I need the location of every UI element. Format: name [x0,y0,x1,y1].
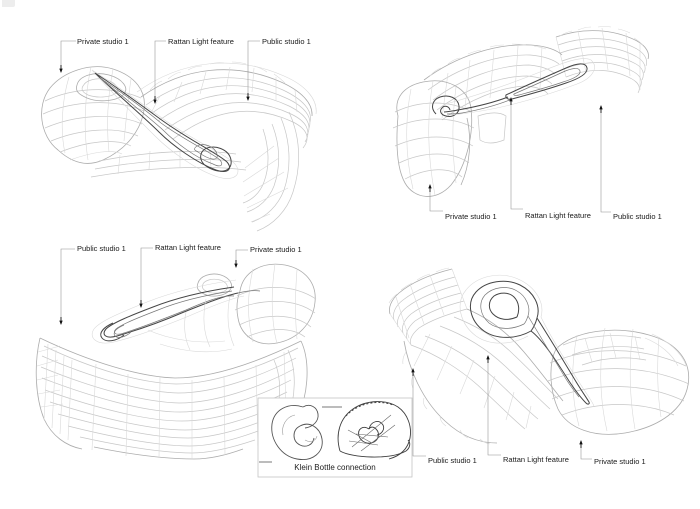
view-top-right-leaders [428,97,611,213]
label-v4-rattan-light: Rattan Light feature [503,455,569,464]
label-v2-private-studio: Private studio 1 [445,212,497,221]
view-bottom-right-leaders [411,355,592,460]
view-bottom-left-leaders [59,247,248,325]
inset-small-annotation-top [322,406,342,408]
label-v2-public-studio: Public studio 1 [613,212,662,221]
label-v3-public-studio: Public studio 1 [77,244,126,253]
label-v3-rattan-light: Rattan Light feature [155,243,221,252]
klein-bottle-dome-sketch [337,401,411,460]
label-v2-rattan-light: Rattan Light feature [525,211,591,220]
label-v4-private-studio: Private studio 1 [594,457,646,466]
klein-bottle-inset [257,397,413,478]
label-v1-private-studio: Private studio 1 [77,37,129,46]
view-bottom-left-drawing [35,263,317,460]
view-bottom-right-drawing [388,267,690,445]
inset-caption: Klein Bottle connection [294,463,376,472]
inset-small-annotation-bottom [259,461,272,463]
view-top-right-drawing [392,26,649,197]
view-top-left-leaders [59,40,260,104]
view-top-left-drawing [41,61,317,232]
label-v3-private-studio: Private studio 1 [250,245,302,254]
label-v4-public-studio: Public studio 1 [428,456,477,465]
corner-artifact [2,0,15,7]
inset-border-box [257,397,413,478]
klein-bottle-sketch [271,404,323,460]
label-v1-public-studio: Public studio 1 [262,37,311,46]
label-v1-rattan-light: Rattan Light feature [168,37,234,46]
